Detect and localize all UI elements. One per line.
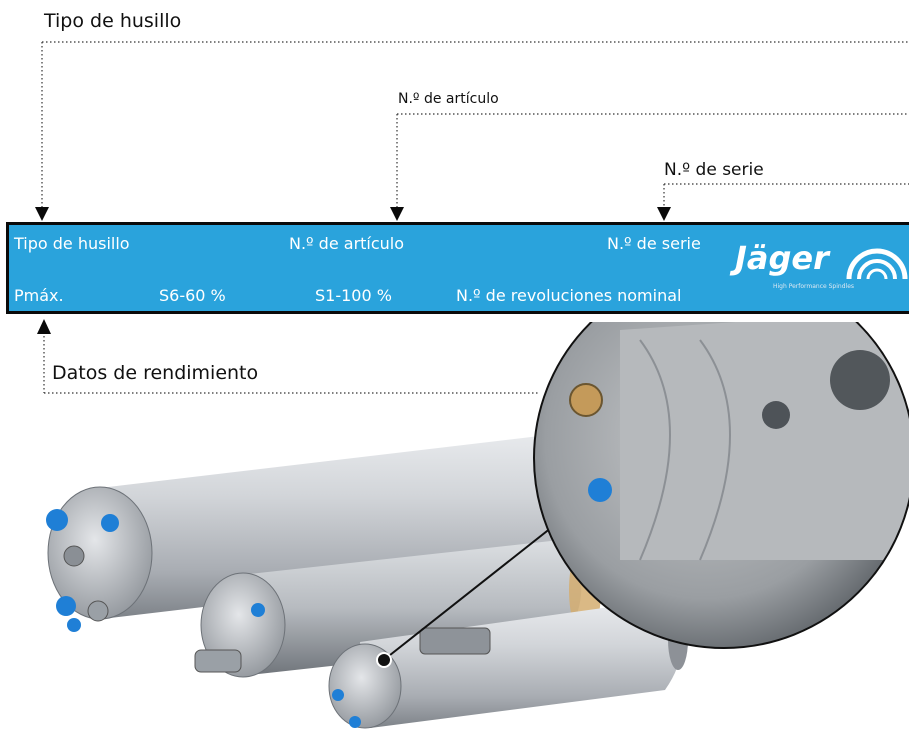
arrow-down-icon	[35, 207, 49, 221]
logo-tagline: High Performance Spindles	[773, 283, 855, 290]
connector-blue-icon	[56, 596, 76, 616]
plate-article-number: N.º de artículo	[289, 234, 405, 253]
connector-blue-icon	[101, 514, 119, 532]
callout-article-number: N.º de artículo	[398, 91, 499, 107]
callout-serial-number: N.º de serie	[664, 160, 764, 180]
plate-s1: S1-100 %	[315, 286, 392, 305]
callout-performance-data: Datos de rendimiento	[52, 362, 259, 384]
connector-blue-icon	[67, 618, 81, 632]
plate-pmax: Pmáx.	[14, 286, 64, 305]
plate-spindle-type: Tipo de husillo	[14, 234, 130, 253]
arrow-up-icon	[37, 319, 51, 334]
connector-blue-icon	[332, 689, 344, 701]
spindle-photo	[46, 322, 909, 729]
connector-blue-icon	[46, 509, 68, 531]
connector-blue-icon	[349, 716, 361, 728]
plate-s6: S6-60 %	[159, 286, 226, 305]
connector-blue-icon	[251, 603, 265, 617]
arrow-down-icon	[657, 207, 671, 221]
type-plate: Tipo de husillo N.º de artículo N.º de s…	[6, 222, 909, 314]
zoom-detail	[533, 322, 909, 649]
plate-nominal-speed: N.º de revoluciones nominal	[456, 286, 682, 305]
plate-serial-number: N.º de serie	[607, 234, 701, 253]
jaeger-logo-mark-icon	[846, 248, 908, 280]
callout-spindle-type: Tipo de husillo	[44, 10, 182, 32]
jaeger-logo: Jäger	[735, 239, 829, 277]
connector-icon	[87, 600, 109, 622]
arrow-down-icon	[390, 207, 404, 221]
connector-icon	[63, 545, 85, 567]
leader-lines	[35, 41, 909, 394]
